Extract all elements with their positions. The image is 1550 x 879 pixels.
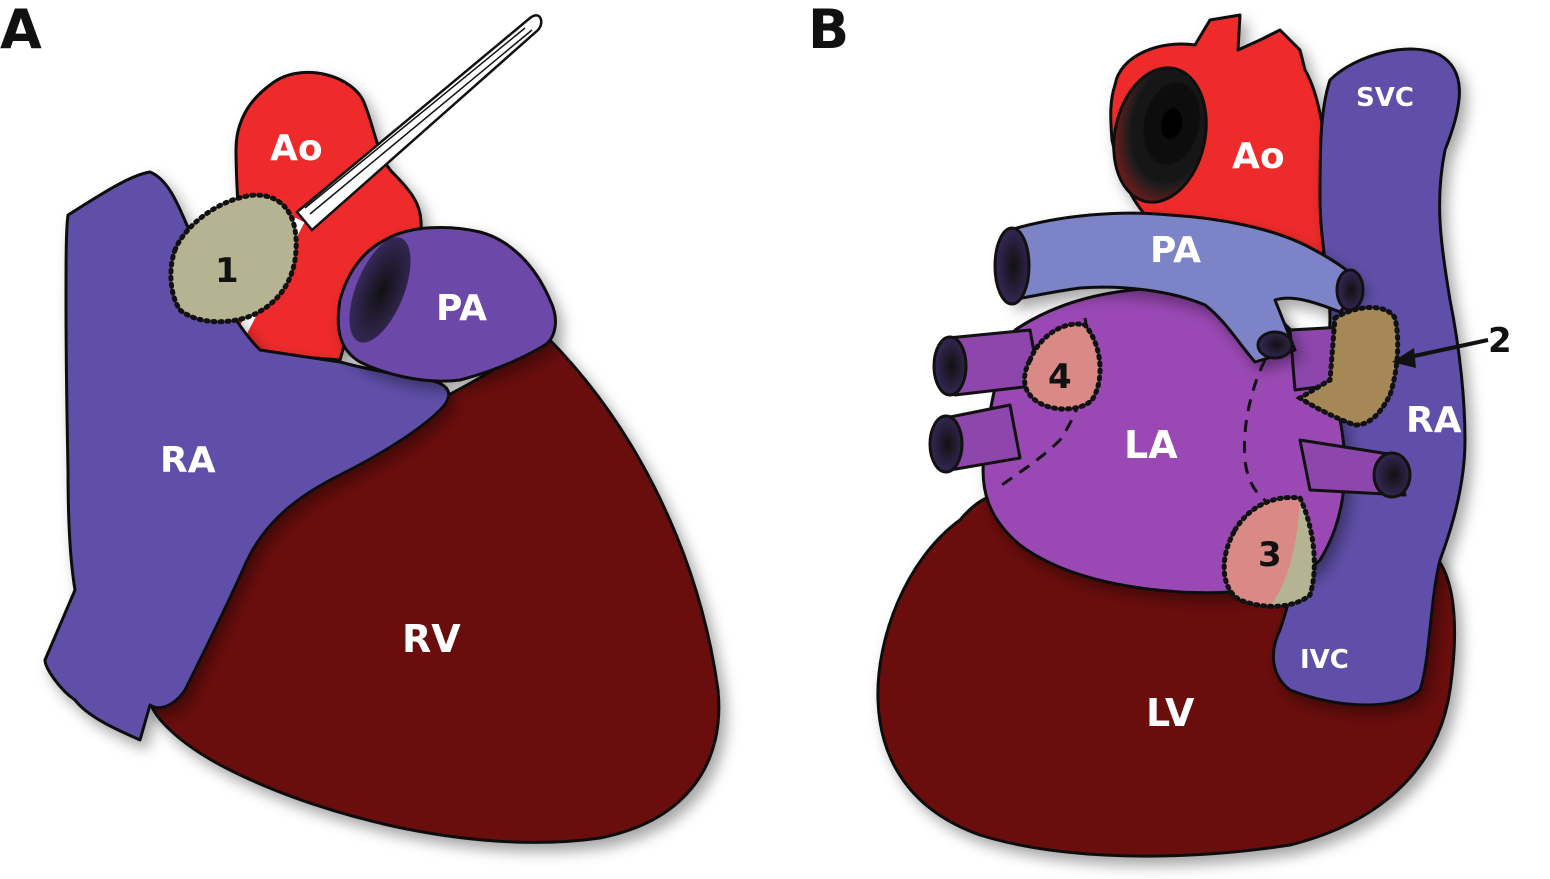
- aorta-b: [1109, 13, 1335, 262]
- site-3: 3: [1221, 494, 1317, 609]
- label-la: LA: [1124, 423, 1178, 467]
- label-ao-b: Ao: [1232, 136, 1285, 177]
- label-pa-b: PA: [1150, 230, 1201, 271]
- pulmonary-vein-left-upper-lumen: [932, 335, 968, 397]
- dashed-line-left: [994, 317, 1090, 492]
- label-svc: SVC: [1356, 83, 1414, 113]
- site-1: 1: [168, 192, 299, 325]
- panel-a-letter: A: [0, 0, 42, 61]
- pulmonary-artery-lumen: [349, 237, 411, 343]
- panel-b: B: [808, 0, 1512, 858]
- pulmonary-vein-left-lower-lumen: [928, 414, 964, 474]
- site-3-number: 3: [1258, 535, 1282, 575]
- label-ivc: IVC: [1300, 645, 1349, 675]
- pulmonary-vein-right-lower-lumen: [1372, 451, 1412, 499]
- label-ra-b: RA: [1406, 400, 1462, 441]
- label-ra-a: RA: [160, 440, 216, 481]
- site-2: [1295, 304, 1401, 428]
- label-pa-a: PA: [436, 288, 487, 329]
- pulmonary-artery-branch-lumen: [1256, 330, 1294, 360]
- aorta-lumen: [1112, 66, 1208, 204]
- site-2-number: 2: [1488, 321, 1512, 361]
- panel-b-letter: B: [808, 0, 849, 61]
- pulmonary-artery-b: [1008, 211, 1364, 364]
- panel-a: A 1 Ao PA RA RV: [0, 0, 721, 844]
- site-1-number: 1: [215, 251, 239, 291]
- pulmonary-artery-right-lumen: [1335, 268, 1365, 312]
- site-2-arrow: [1392, 338, 1489, 368]
- pulmonary-artery-left-lumen: [993, 226, 1031, 306]
- site-4: 4: [1022, 321, 1103, 412]
- label-lv: LV: [1146, 691, 1195, 735]
- label-rv: RV: [402, 617, 461, 661]
- label-ao-a: Ao: [270, 128, 323, 169]
- site-4-number: 4: [1048, 357, 1072, 397]
